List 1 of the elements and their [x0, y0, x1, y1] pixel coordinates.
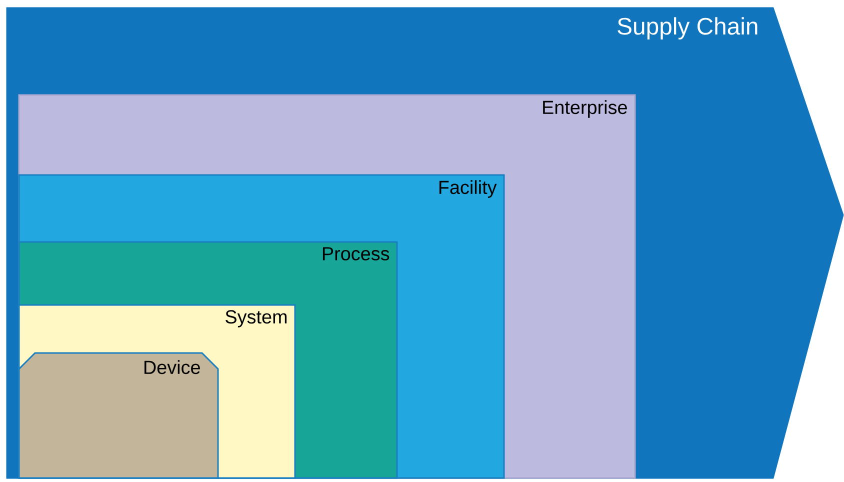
- device-box: Device: [18, 352, 219, 479]
